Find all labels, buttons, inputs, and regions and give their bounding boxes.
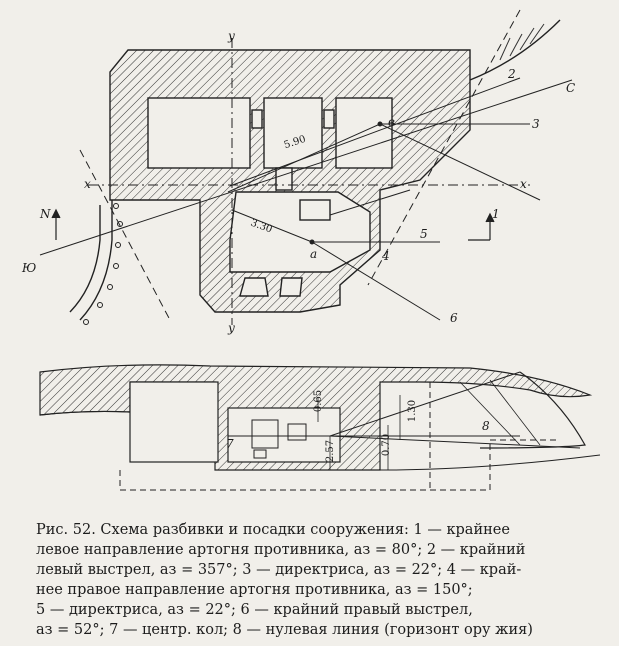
marker-1 <box>468 212 495 241</box>
terrain-curve-top <box>469 19 561 81</box>
embrasure-cut <box>299 199 331 221</box>
line-3-30 <box>231 209 313 243</box>
caption-line: левое направление артогня противника, аз… <box>36 542 526 558</box>
line-4-ext <box>329 189 411 216</box>
point-b-label: в <box>388 115 395 129</box>
line-6 <box>379 123 541 201</box>
section-view <box>39 364 601 491</box>
section-room-left <box>129 381 219 463</box>
south-label: Ю <box>22 261 37 275</box>
left-bank <box>69 200 113 321</box>
line-dashed-2 <box>367 9 521 286</box>
lower-stair-2 <box>279 277 303 297</box>
lower-stair <box>239 277 269 297</box>
room-left <box>147 97 251 169</box>
north-arrow <box>51 208 61 240</box>
caption-line: нее правое направление артогня противник… <box>36 582 473 598</box>
fire-ray-2 <box>329 435 581 449</box>
terrain-hatch-top <box>499 23 545 61</box>
label-7: 7 <box>226 437 234 451</box>
axis-y-bottom-label: у <box>228 321 235 335</box>
caption-line: левый выстрел, аз = 357°; 3 — директриса… <box>36 562 522 578</box>
section-base-dashed <box>119 439 560 491</box>
axis-x-right-label: х <box>520 177 527 191</box>
section-inner-box <box>251 419 279 449</box>
line-2 <box>229 77 521 187</box>
plan-lines <box>39 9 573 325</box>
caption-line: 5 — директриса, аз = 22°; 6 — крайний пр… <box>36 602 473 618</box>
fire-ray-3 <box>459 381 521 446</box>
fire-ray-1 <box>329 371 521 437</box>
caption-line: аз = 52°; 7 — центр. кол; 8 — нулевая ли… <box>36 622 533 638</box>
label-3: 3 <box>532 117 540 131</box>
room-middle <box>263 97 323 169</box>
room-lower <box>229 191 371 273</box>
line-to-c <box>39 79 573 256</box>
door-2 <box>323 109 335 129</box>
ground-right <box>379 454 601 471</box>
label-4: 4 <box>382 249 390 263</box>
section-inner-box-2 <box>287 423 307 441</box>
label-8: 8 <box>482 419 490 433</box>
label-2: 2 <box>508 67 516 81</box>
caption-line: Рис. 52. Схема разбивки и посадки сооруж… <box>36 522 510 538</box>
bank-posts <box>83 203 123 325</box>
plan-view <box>109 49 471 313</box>
label-5: 5 <box>420 227 428 241</box>
label-6: 6 <box>450 311 458 325</box>
line-6b <box>311 241 441 321</box>
ground-surface <box>39 410 131 416</box>
direction-c-label: С <box>566 81 576 95</box>
layout-diagram <box>39 9 601 491</box>
section-step <box>253 449 267 459</box>
line-a-to-b <box>227 123 381 193</box>
dim-070: 0.70 <box>381 433 393 457</box>
line-dashed-1 <box>79 149 171 321</box>
dim-130: 1.30 <box>407 399 419 423</box>
label-1: 1 <box>492 207 500 221</box>
dim-065: 0.65 <box>313 389 325 413</box>
section-room <box>227 407 341 463</box>
point-b-marker <box>377 121 383 127</box>
axis-x-left-label: х <box>84 177 91 191</box>
passage <box>275 167 293 191</box>
dim-257: 2.57 <box>325 439 337 463</box>
point-a-label: а <box>310 247 318 261</box>
fire-ray-4 <box>489 379 541 446</box>
fire-arc <box>479 371 586 449</box>
figure-caption: Рис. 52. Схема разбивки и посадки сооруж… <box>36 520 596 640</box>
point-a-marker <box>309 239 315 245</box>
door-1 <box>251 109 263 129</box>
north-label: N <box>40 207 51 221</box>
axis-y-top-label: у <box>228 29 235 43</box>
room-right <box>335 97 393 169</box>
